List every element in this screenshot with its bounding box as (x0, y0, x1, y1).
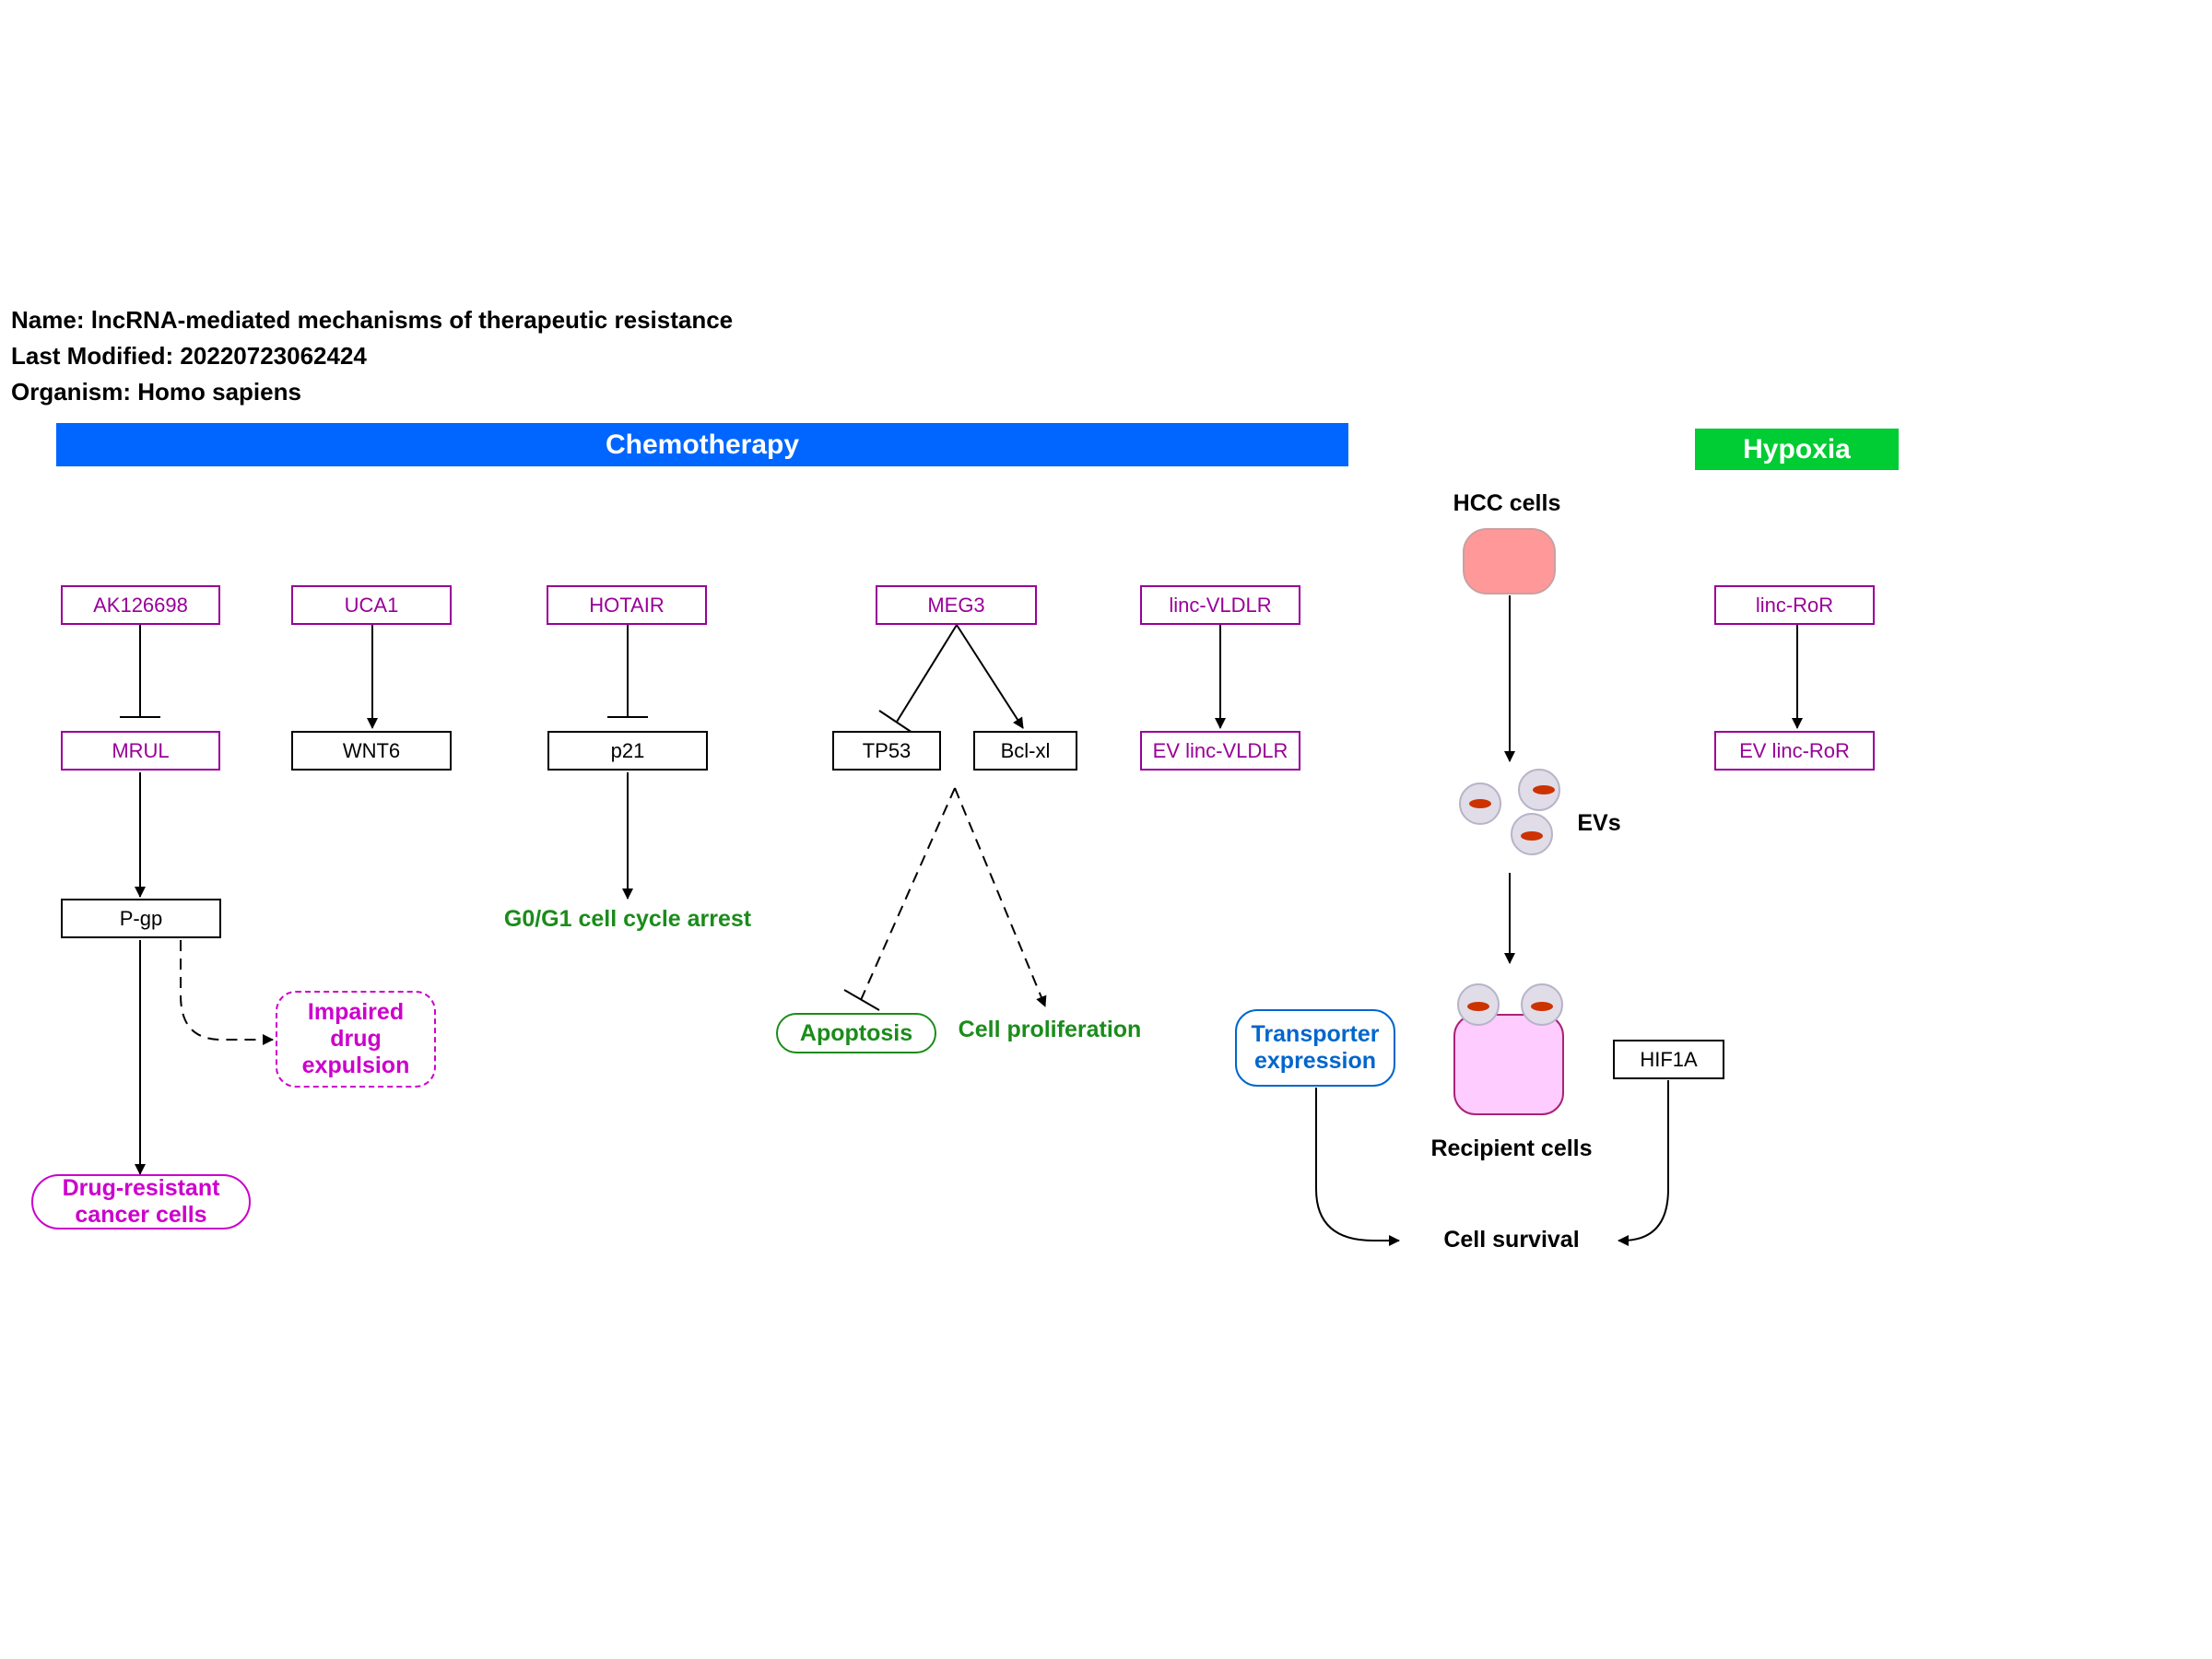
node-linc-ror[interactable]: linc-RoR (1714, 585, 1875, 625)
edge-pgp-impaired (180, 940, 274, 1045)
node-hif1a[interactable]: HIF1A (1613, 1040, 1724, 1079)
label-apoptosis: Apoptosis (776, 1013, 936, 1053)
label-cell-survival: Cell survival (1443, 1227, 1580, 1253)
node-ev-linc-vldlr[interactable]: EV linc-VLDLR (1140, 731, 1300, 771)
node-pgp[interactable]: P-gp (61, 899, 221, 938)
node-linc-vldlr[interactable]: linc-VLDLR (1140, 585, 1300, 625)
hypoxia-label: Hypoxia (1743, 433, 1851, 465)
apoptosis-text: Apoptosis (799, 1019, 913, 1046)
label-evs: EVs (1577, 810, 1621, 837)
hcc-cell-shape (1463, 528, 1556, 594)
edge-transporter-survival (1315, 1088, 1400, 1246)
impaired-line-2: drug (330, 1026, 382, 1053)
last-modified: Last Modified: 20220723062424 (11, 342, 367, 370)
node-bclxl[interactable]: Bcl-xl (973, 731, 1077, 771)
recipient-vesicle-1 (1457, 983, 1500, 1026)
ev-vesicle-2 (1518, 769, 1560, 811)
edge-meg3-tp53 (896, 624, 958, 723)
ev-vesicle-1 (1459, 782, 1501, 825)
node-p21[interactable]: p21 (547, 731, 708, 771)
inhibit-bar-apoptosis (843, 989, 880, 1011)
label-impaired-drug-expulsion: Impaired drug expulsion (276, 991, 436, 1088)
ev-vesicles (1459, 769, 1560, 855)
recipient-vesicles (1457, 983, 1563, 1026)
label-drug-resistant-cancer-cells: Drug-resistant cancer cells (31, 1174, 251, 1230)
node-wnt6[interactable]: WNT6 (291, 731, 452, 771)
transporter-line-2: expression (1253, 1048, 1376, 1074)
node-uca1[interactable]: UCA1 (291, 585, 452, 625)
drug-resistant-line-1: Drug-resistant (62, 1175, 220, 1202)
organism: Organism: Homo sapiens (11, 378, 301, 406)
node-tp53[interactable]: TP53 (832, 731, 941, 771)
recipient-vesicle-2 (1521, 983, 1563, 1026)
label-cell-proliferation: Cell proliferation (958, 1017, 1142, 1043)
edge-bclxl-proliferation (954, 787, 1047, 1007)
chemotherapy-label: Chemotherapy (605, 429, 800, 460)
impaired-line-1: Impaired (307, 999, 405, 1026)
pathway-name: Name: lncRNA-mediated mechanisms of ther… (11, 306, 734, 334)
drug-resistant-line-2: cancer cells (75, 1202, 207, 1228)
node-mrul[interactable]: MRUL (61, 731, 220, 771)
inhibit-bar-tp53 (878, 710, 913, 734)
edge-tp53-apoptosis (860, 787, 956, 1001)
hypoxia-bar: Hypoxia (1695, 429, 1899, 470)
label-recipient-cells: Recipient cells (1430, 1135, 1593, 1162)
transporter-line-1: Transporter (1251, 1021, 1380, 1048)
recipient-cell-shape (1453, 1014, 1564, 1115)
node-ak126698[interactable]: AK126698 (61, 585, 220, 625)
impaired-line-3: expulsion (301, 1052, 410, 1078)
edge-meg3-bclxl (956, 624, 1024, 729)
label-hcc-cells: HCC cells (1453, 490, 1561, 517)
label-g0g1-arrest: G0/G1 cell cycle arrest (503, 906, 752, 933)
node-hotair[interactable]: HOTAIR (547, 585, 707, 625)
label-transporter-expression: Transporter expression (1235, 1009, 1395, 1087)
ev-vesicle-3 (1511, 813, 1553, 855)
node-meg3[interactable]: MEG3 (876, 585, 1037, 625)
node-ev-linc-ror[interactable]: EV linc-RoR (1714, 731, 1875, 771)
edge-hif1a-survival (1618, 1080, 1669, 1246)
chemotherapy-bar: Chemotherapy (56, 423, 1348, 466)
